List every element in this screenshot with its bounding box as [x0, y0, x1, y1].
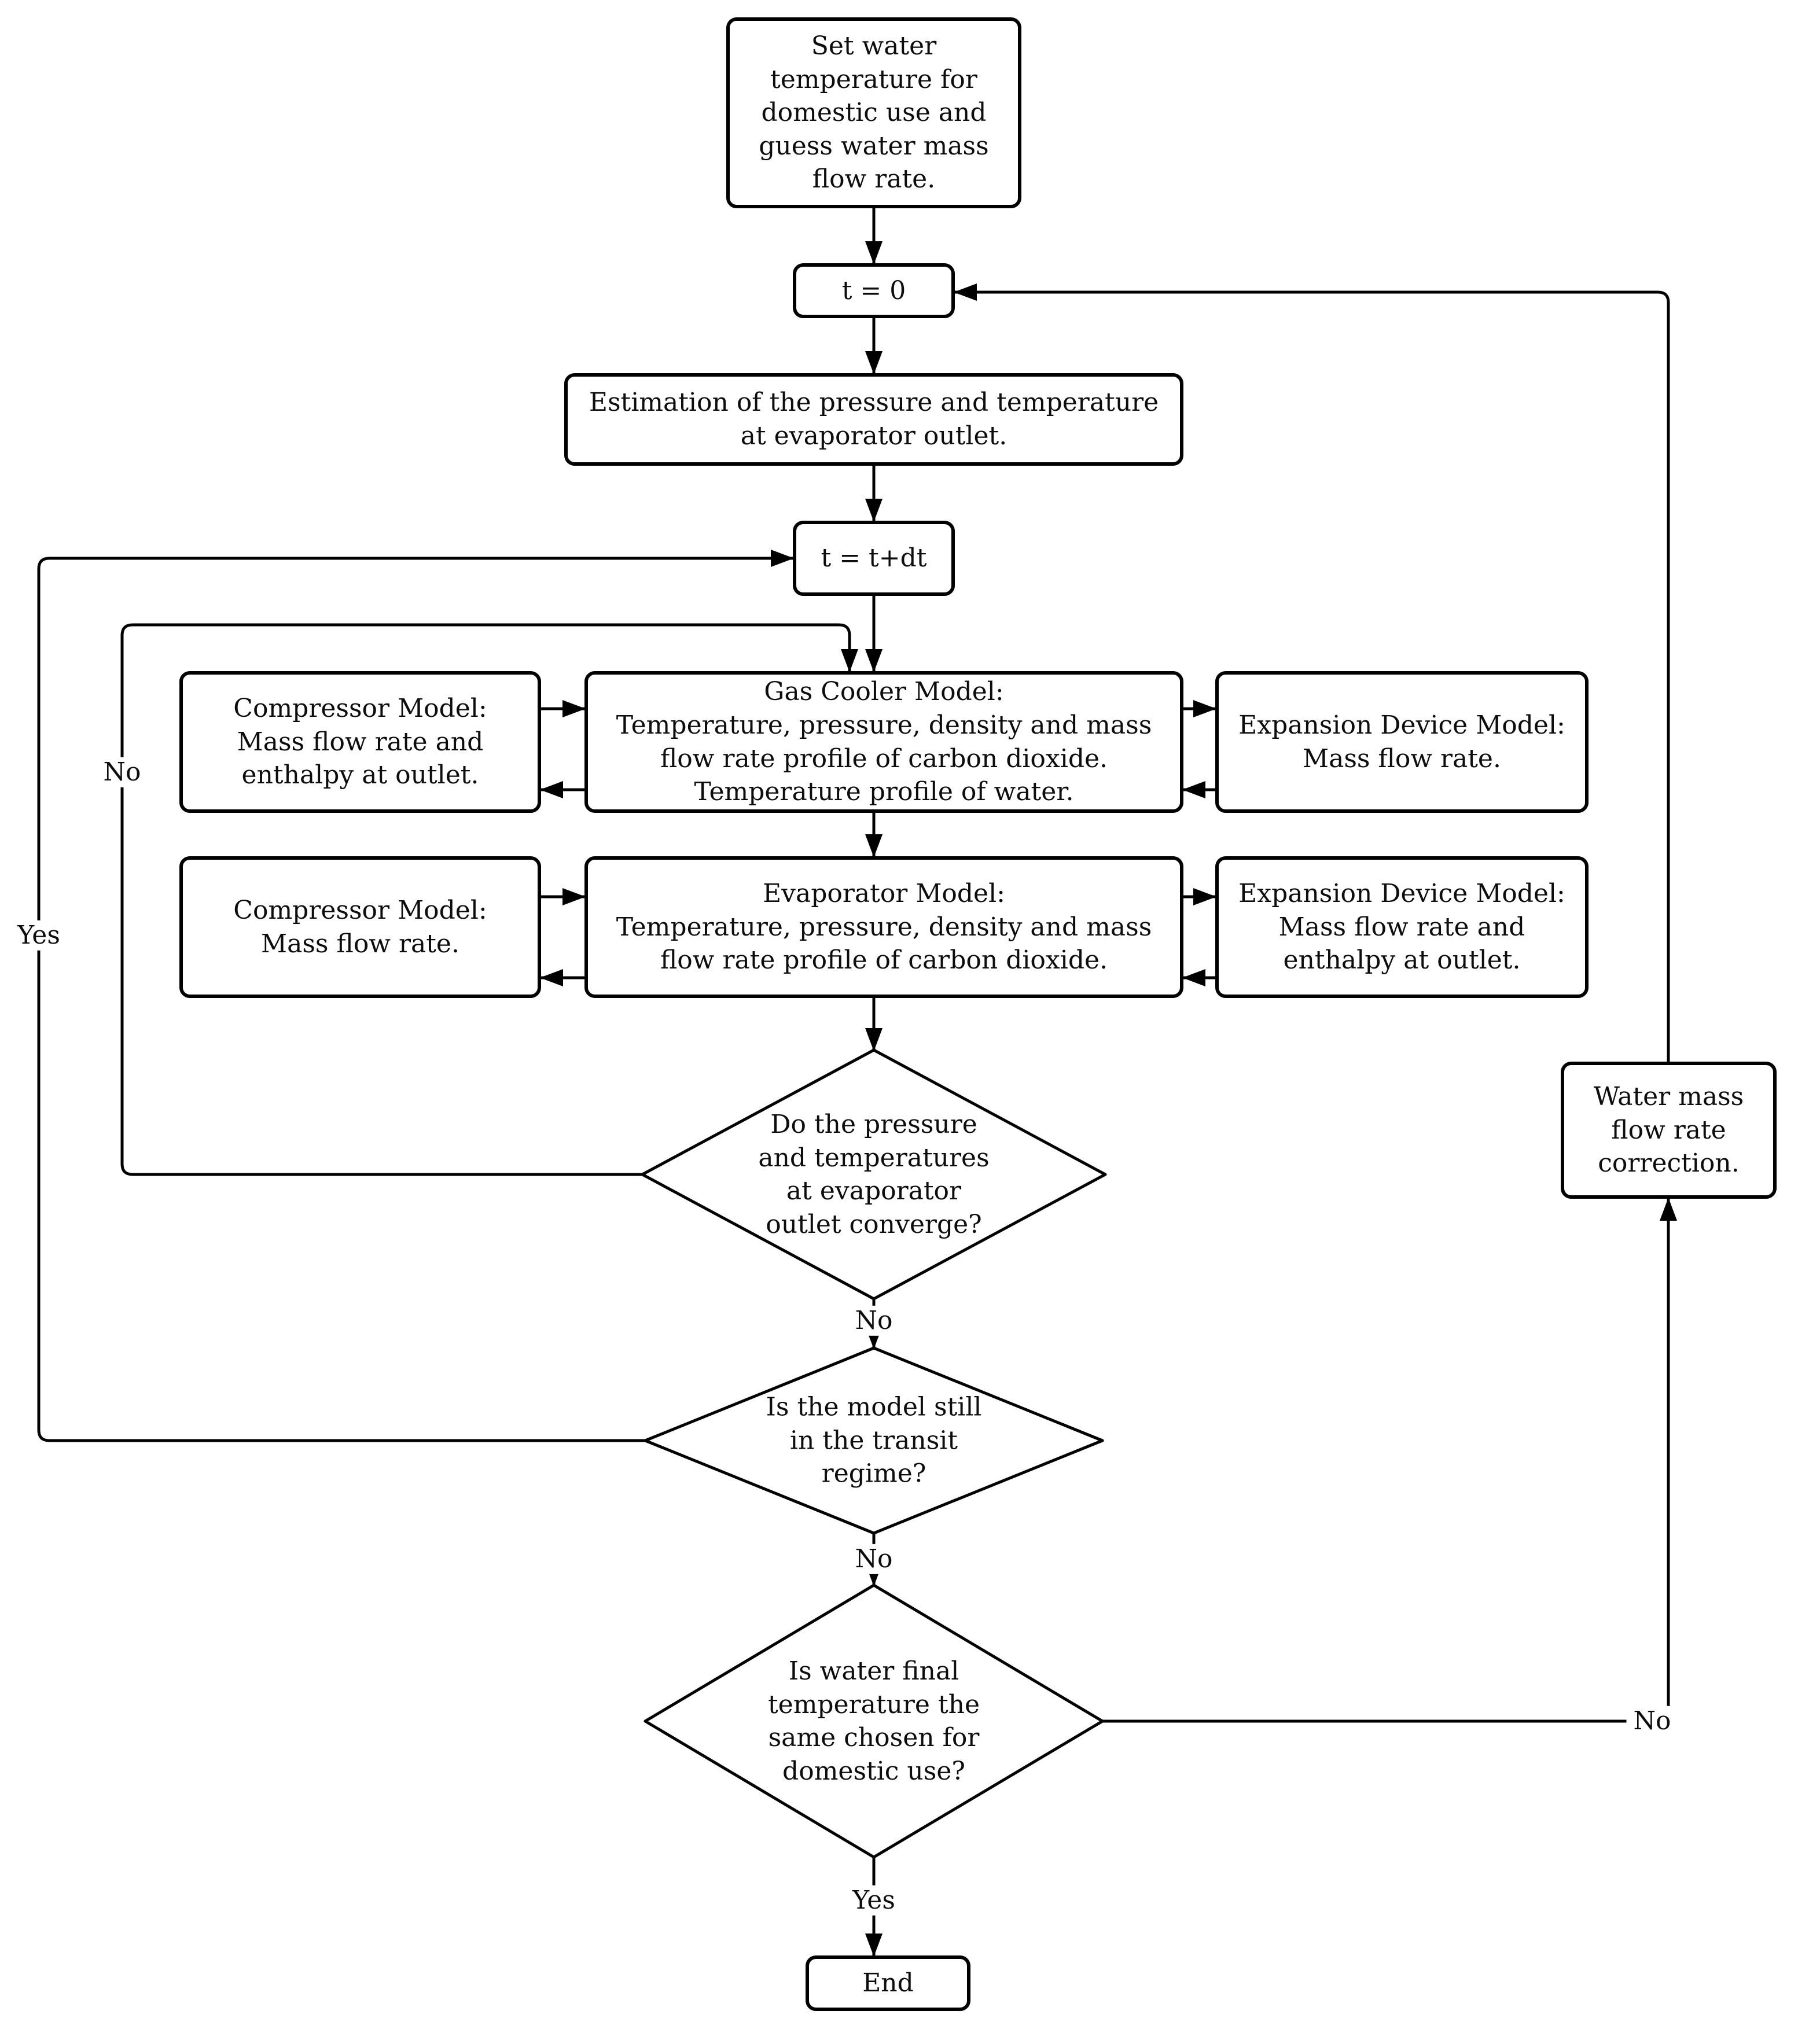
node-compressor-model-1-label: Compressor Model: Mass flow rate and ent…: [233, 694, 487, 790]
node-t-step: t = t+dt: [793, 521, 955, 596]
node-evaporator-model: Evaporator Model: Temperature, pressure,…: [584, 856, 1183, 998]
edge-transit-yes-loop: [37, 550, 795, 1442]
node-end: End: [806, 1955, 970, 2011]
node-evaporator-model-label: Evaporator Model: Temperature, pressure,…: [616, 879, 1152, 975]
node-gas-cooler-model-label: Gas Cooler Model: Temperature, pressure,…: [616, 677, 1152, 807]
node-expansion-device-model-1-label: Expansion Device Model: Mass flow rate.: [1238, 710, 1565, 774]
node-estimation: Estimation of the pressure and temperatu…: [564, 373, 1183, 466]
edge-label-water-temp-no: No: [1626, 1706, 1678, 1737]
decision-water-temp-label: Is water final temperature the same chos…: [767, 1656, 980, 1786]
decision-water-temp-shape: [644, 1583, 1104, 1859]
node-expansion-device-model-1: Expansion Device Model: Mass flow rate.: [1215, 671, 1589, 813]
node-compressor-model-2-label: Compressor Model: Mass flow rate.: [233, 895, 487, 959]
decision-transit-shape: [644, 1346, 1104, 1535]
node-end-label: End: [862, 1968, 914, 1998]
edge-label-converge-no-loop: No: [96, 757, 148, 788]
node-t-zero-label: t = 0: [841, 275, 906, 305]
node-water-mass-flow-correction: Water mass flow rate correction.: [1561, 1062, 1777, 1199]
node-set-water-temperature: Set water temperature for domestic use a…: [726, 17, 1021, 208]
edge-label-converge-no-down: No: [848, 1305, 900, 1336]
node-expansion-device-model-2-label: Expansion Device Model: Mass flow rate a…: [1238, 879, 1565, 975]
node-expansion-device-model-2: Expansion Device Model: Mass flow rate a…: [1215, 856, 1589, 998]
decision-converge-shape: [641, 1048, 1107, 1301]
node-compressor-model-1: Compressor Model: Mass flow rate and ent…: [179, 671, 541, 813]
node-estimation-label: Estimation of the pressure and temperatu…: [589, 388, 1159, 451]
node-gas-cooler-model: Gas Cooler Model: Temperature, pressure,…: [584, 671, 1183, 813]
node-set-water-temperature-label: Set water temperature for domestic use a…: [759, 31, 989, 194]
edge-converge-no-loop: [120, 623, 858, 1176]
edge-label-transit-no-down: No: [848, 1544, 900, 1575]
edge-label-water-temp-yes: Yes: [845, 1885, 902, 1916]
node-t-zero: t = 0: [793, 263, 955, 318]
edge-correction-to-t0: [953, 283, 1670, 1062]
edge-watertemp-no-to-correction: [1102, 1197, 1677, 1723]
node-t-step-label: t = t+dt: [821, 543, 927, 573]
decision-transit-label: Is the model still in the transit regime…: [766, 1392, 982, 1489]
edge-label-transit-yes-loop: Yes: [10, 920, 67, 951]
decision-converge-label: Do the pressure and temperatures at evap…: [758, 1109, 990, 1239]
node-compressor-model-2: Compressor Model: Mass flow rate.: [179, 856, 541, 998]
node-water-mass-flow-correction-label: Water mass flow rate correction.: [1593, 1082, 1744, 1178]
